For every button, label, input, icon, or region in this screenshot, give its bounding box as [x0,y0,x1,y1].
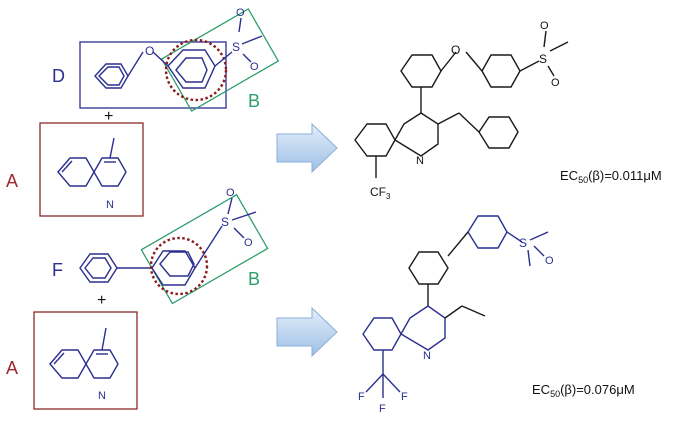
sulfur-atom: S [232,40,240,54]
fragment-label-a: A [6,171,18,191]
p2-nitrogen: N [423,350,431,362]
oxygen-atom: O [145,44,154,58]
p2-fluorine-bottom: F [379,403,386,415]
quinoline-a-top [57,137,127,187]
fragment-label-a-bottom: A [6,358,18,378]
quinoline-a-bottom [49,327,119,379]
product-1-structure [354,30,569,178]
sulfone-oxygen-bottom: O [250,61,259,73]
plus-sign: + [104,108,113,125]
plus-sign-bottom: + [97,292,106,309]
p1-cf3: CF3 [370,185,391,201]
ec50-result-top: EC50(β)=0.011μM [560,168,662,185]
bottom-fragments: S O O F B + N A [6,187,269,410]
p1-oxygen: O [451,43,460,57]
fragment-label-d: D [52,66,65,86]
product-2-structure [362,215,549,398]
fragment-label-b: B [248,91,260,111]
p2-sulfone-o: O [545,255,554,267]
reaction-arrow-top [276,122,338,174]
overlap-highlight-circle [164,38,228,102]
ec50-result-bottom: EC50(β)=0.076μM [532,382,635,399]
fragment-a-box [39,122,144,217]
fragment-label-f: F [52,260,63,280]
p1-sulfone-o-top: O [540,20,549,32]
p2-fluorine-right: F [401,391,408,403]
sulfone-o-bottom-bottom: O [244,237,253,249]
p1-sulfone-o-bottom: O [551,77,560,89]
sulfone-oxygen-top: O [236,7,245,19]
p1-nitrogen: N [416,155,424,167]
overlap-highlight-circle-bottom [149,236,209,296]
fragment-a-box-bottom [33,311,138,410]
fragment-label-b-bottom: B [248,269,260,289]
nitrogen-atom-bottom: N [98,390,106,402]
nitrogen-atom: N [106,199,114,211]
p1-sulfur: S [539,52,547,66]
p2-sulfur: S [519,236,527,250]
fragment-b-box [160,8,280,112]
sulfur-atom-bottom: S [221,215,229,229]
benzene-inner [98,66,125,86]
p2-fluorine-left: F [358,391,365,403]
reaction-arrow-bottom [276,306,338,358]
sulfone-o-top-bottom: O [226,187,235,199]
top-fragments: O S O O D B + N A [6,7,280,217]
fragment-d-box [79,41,227,109]
